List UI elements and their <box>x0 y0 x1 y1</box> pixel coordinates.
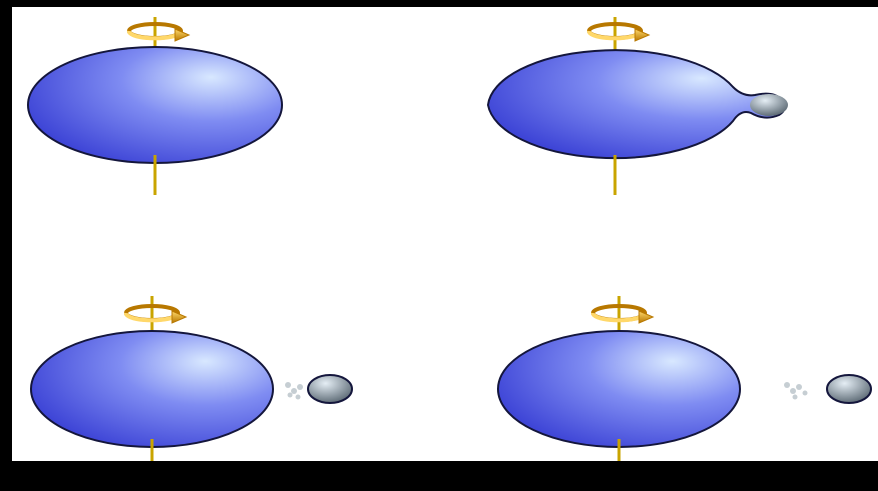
rotation-arrow-icon <box>127 22 191 42</box>
spinning-body <box>497 330 741 448</box>
spinning-body <box>30 330 274 448</box>
rotation-arrow-icon <box>124 304 188 324</box>
motion-trail <box>784 382 808 400</box>
rotation-arrow-icon <box>591 304 655 324</box>
panel-3 <box>30 296 353 461</box>
panel-2 <box>486 17 788 195</box>
motion-trail <box>285 382 303 400</box>
panel-4 <box>497 296 872 461</box>
rotation-fission-diagram <box>27 17 872 461</box>
spinning-body <box>27 46 283 164</box>
bottom-edge <box>12 461 878 465</box>
separated-body <box>826 374 872 404</box>
diagram-canvas <box>12 7 878 461</box>
separated-body <box>307 374 353 404</box>
spinning-body-with-bulge <box>486 49 786 160</box>
rotation-arrow-icon <box>587 22 651 42</box>
panel-1 <box>27 17 283 195</box>
forming-body <box>750 94 788 116</box>
